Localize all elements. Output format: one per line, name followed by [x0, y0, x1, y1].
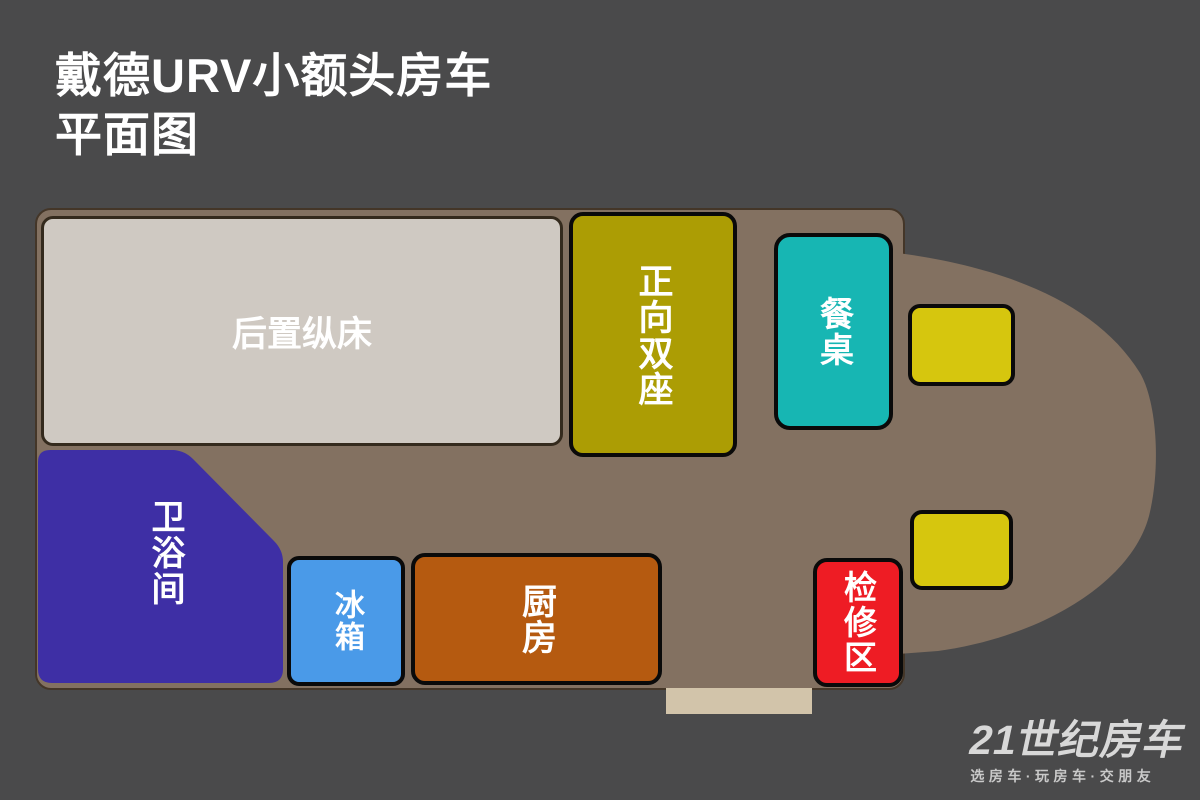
- room-service-area: 检修区: [813, 558, 903, 687]
- room-dining-table: 餐桌: [774, 233, 893, 430]
- room-bathroom: 卫浴间: [130, 490, 200, 615]
- room-kitchen-label: 厨房: [517, 583, 556, 655]
- cab-seat-passenger: [908, 304, 1015, 386]
- room-rear-bed-label: 后置纵床: [231, 314, 372, 354]
- cab-seat-driver: [910, 510, 1013, 590]
- room-bathroom-label: 卫浴间: [146, 498, 184, 607]
- page-title-line2: 平面图: [55, 108, 199, 162]
- page-title-line1: 戴德URV小额头房车: [55, 49, 493, 102]
- room-fridge-label: 冰箱: [330, 589, 363, 653]
- room-rear-bed: 后置纵床: [41, 216, 563, 446]
- entry-step: [666, 688, 812, 714]
- room-service-area-label: 检修区: [839, 570, 877, 675]
- brand-tagline: 选房车·玩房车·交朋友: [970, 768, 1156, 784]
- room-fridge: 冰箱: [287, 556, 405, 686]
- room-forward-seats: 正向双座: [569, 212, 737, 457]
- room-kitchen: 厨房: [411, 553, 662, 685]
- brand-footer: 21世纪房车 选房车·玩房车·交朋友: [966, 717, 1191, 786]
- brand-logo: 21世纪房车: [965, 717, 1191, 763]
- page-title: 戴德URV小额头房车 平面图: [55, 46, 492, 164]
- room-forward-seats-label: 正向双座: [633, 262, 673, 407]
- room-dining-table-label: 餐桌: [814, 295, 853, 368]
